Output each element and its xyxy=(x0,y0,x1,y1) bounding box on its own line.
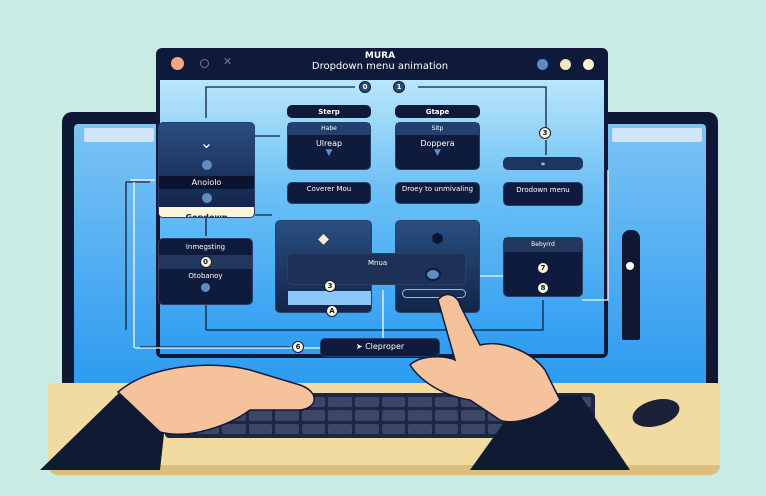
marker-center-low: A xyxy=(326,305,338,317)
left-panel-item-selected[interactable]: Gopdown xyxy=(159,207,254,217)
left-lower-card: Inmegsting 0 Otobanoy xyxy=(158,238,253,305)
left-panel-item[interactable]: Anoiolo xyxy=(159,176,254,189)
marker-top-left: 0 xyxy=(359,81,371,93)
step-card[interactable]: Coverer Mou xyxy=(287,182,371,204)
toggle-icon[interactable] xyxy=(201,193,212,203)
window-subtitle: Dropdown menu animation xyxy=(311,61,449,72)
stylus-button xyxy=(626,262,634,270)
card-header: Habe xyxy=(288,123,370,135)
marker-bottom: 6 xyxy=(292,341,304,353)
card-header: Sitp xyxy=(396,123,479,135)
background-toolbar-right xyxy=(612,128,702,142)
card-title: Inmegsting xyxy=(185,243,226,251)
window-title: MURA xyxy=(364,51,396,61)
right-hand xyxy=(409,293,561,423)
laptop-deck-edge xyxy=(48,465,720,475)
window-control-blue[interactable] xyxy=(537,59,548,70)
marker-center: 3 xyxy=(324,280,336,292)
close-icon[interactable]: ✕ xyxy=(223,55,233,68)
card-title: Bebyrrd xyxy=(504,238,582,252)
progress-strip xyxy=(288,291,371,305)
background-toolbar xyxy=(84,128,154,142)
menu-toggle-icon[interactable] xyxy=(425,268,441,281)
marker: 7 xyxy=(537,262,549,274)
circle-icon[interactable] xyxy=(200,59,209,68)
step-pill[interactable]: Sterp xyxy=(287,105,371,118)
stylus-pen xyxy=(622,230,640,340)
dropdown-arrow-icon: ▼ xyxy=(325,148,333,158)
window-control-cream[interactable] xyxy=(560,59,571,70)
window-dot-icon[interactable] xyxy=(171,57,184,70)
toggle-icon[interactable] xyxy=(201,283,210,292)
marker-right: 3 xyxy=(539,127,551,139)
dropdown-arrow-icon: ▼ xyxy=(434,148,441,158)
dropdown-menu-card[interactable]: Drodown menu xyxy=(503,182,583,206)
right-pill[interactable]: » xyxy=(503,157,583,170)
marker: 8 xyxy=(537,282,549,294)
cursor-icon: ➤ xyxy=(355,342,366,351)
step-card[interactable]: Habe Ulreap ▼ xyxy=(287,122,371,170)
marker-top-right: 1 xyxy=(393,81,405,93)
card-label: Otobanoy xyxy=(188,272,223,280)
right-lower-card: Bebyrrd 7 8 xyxy=(503,237,583,297)
right-arm xyxy=(470,395,630,470)
card-label: Doppera xyxy=(420,139,455,148)
input-pill[interactable] xyxy=(402,289,466,298)
window-control-light[interactable] xyxy=(583,59,594,70)
chevron-icon: » xyxy=(540,159,546,168)
chevron-down-icon: ⌄ xyxy=(199,133,214,152)
bottom-button[interactable]: ➤ Cleproper xyxy=(320,338,440,357)
toggle-icon[interactable] xyxy=(201,160,212,170)
step-card[interactable]: Sitp Doppera ▼ xyxy=(395,122,480,170)
marker: 0 xyxy=(199,256,212,268)
cube-icon: ⬢ xyxy=(431,231,444,247)
bottom-button-label: Cleproper xyxy=(365,342,405,351)
step-pill[interactable]: Gtape xyxy=(395,105,480,118)
step-card[interactable]: Droey to unmivaling xyxy=(395,182,480,204)
left-hand xyxy=(116,364,315,435)
diamond-icon: ◆ xyxy=(318,231,329,247)
left-panel: ⌄ Anoiolo Gopdown xyxy=(158,122,255,218)
card-label: Ulreap xyxy=(315,139,343,148)
